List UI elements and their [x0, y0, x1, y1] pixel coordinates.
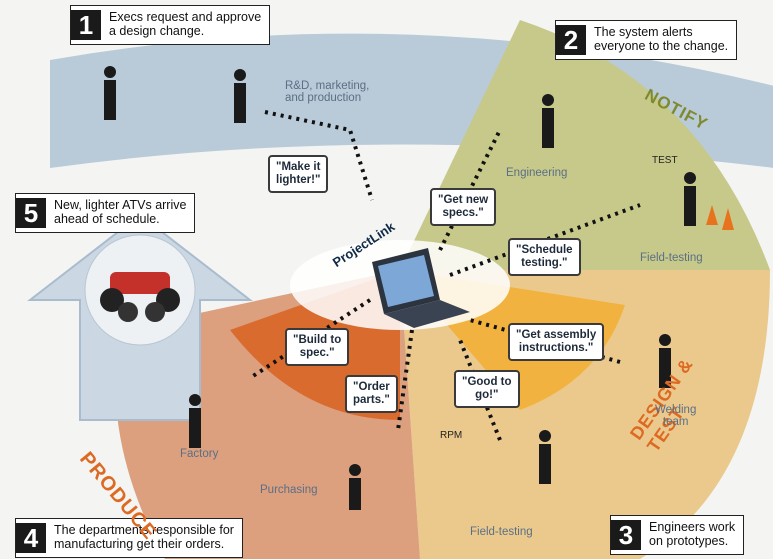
step-1-text: Execs request and approve a design chang…: [109, 10, 262, 38]
step-5-text: New, lighter ATVs arrive ahead of schedu…: [54, 198, 187, 226]
message-make-lighter: "Make it lighter!": [268, 155, 329, 193]
step-3-box: 3 Engineers work on prototypes.: [610, 515, 745, 555]
location-rnd: R&D, marketing, and production: [285, 80, 370, 104]
step-4-text: The departments responsible for manufact…: [54, 523, 234, 551]
location-field-testing-bottom: Field-testing: [470, 526, 533, 538]
rpm-panel-label: RPM: [440, 430, 463, 441]
location-welding: Welding team: [655, 404, 697, 428]
message-get-specs: "Get new specs.": [430, 188, 497, 226]
step-2-box: 2 The system alerts everyone to the chan…: [555, 20, 738, 60]
message-order-parts: "Order parts.": [345, 375, 398, 413]
step-5-box: 5 New, lighter ATVs arrive ahead of sche…: [15, 193, 196, 233]
message-assembly: "Get assembly instructions.": [508, 323, 605, 361]
message-schedule-testing: "Schedule testing.": [508, 238, 581, 276]
laptop-icon: [372, 248, 470, 328]
location-purchasing: Purchasing: [260, 484, 318, 496]
step-1-number: 1: [71, 10, 101, 40]
location-factory: Factory: [180, 448, 219, 460]
cones-icon: [706, 205, 734, 230]
step-4-number: 4: [16, 523, 46, 553]
step-3-number: 3: [611, 520, 641, 550]
step-2-text: The system alerts everyone to the change…: [594, 25, 729, 53]
atv-icon: [100, 272, 180, 322]
message-build-spec: "Build to spec.": [285, 328, 350, 366]
people-silhouettes: [104, 66, 696, 510]
location-engineering: Engineering: [506, 167, 568, 179]
location-field-testing-top: Field-testing: [640, 252, 703, 264]
step-2-number: 2: [556, 25, 586, 55]
step-4-box: 4 The departments responsible for manufa…: [15, 518, 243, 558]
message-good-to-go: "Good to go!": [454, 370, 520, 408]
step-3-text: Engineers work on prototypes.: [649, 520, 736, 548]
step-1-box: 1 Execs request and approve a design cha…: [70, 5, 271, 45]
test-screen-label: TEST: [652, 155, 678, 166]
step-5-number: 5: [16, 198, 46, 228]
